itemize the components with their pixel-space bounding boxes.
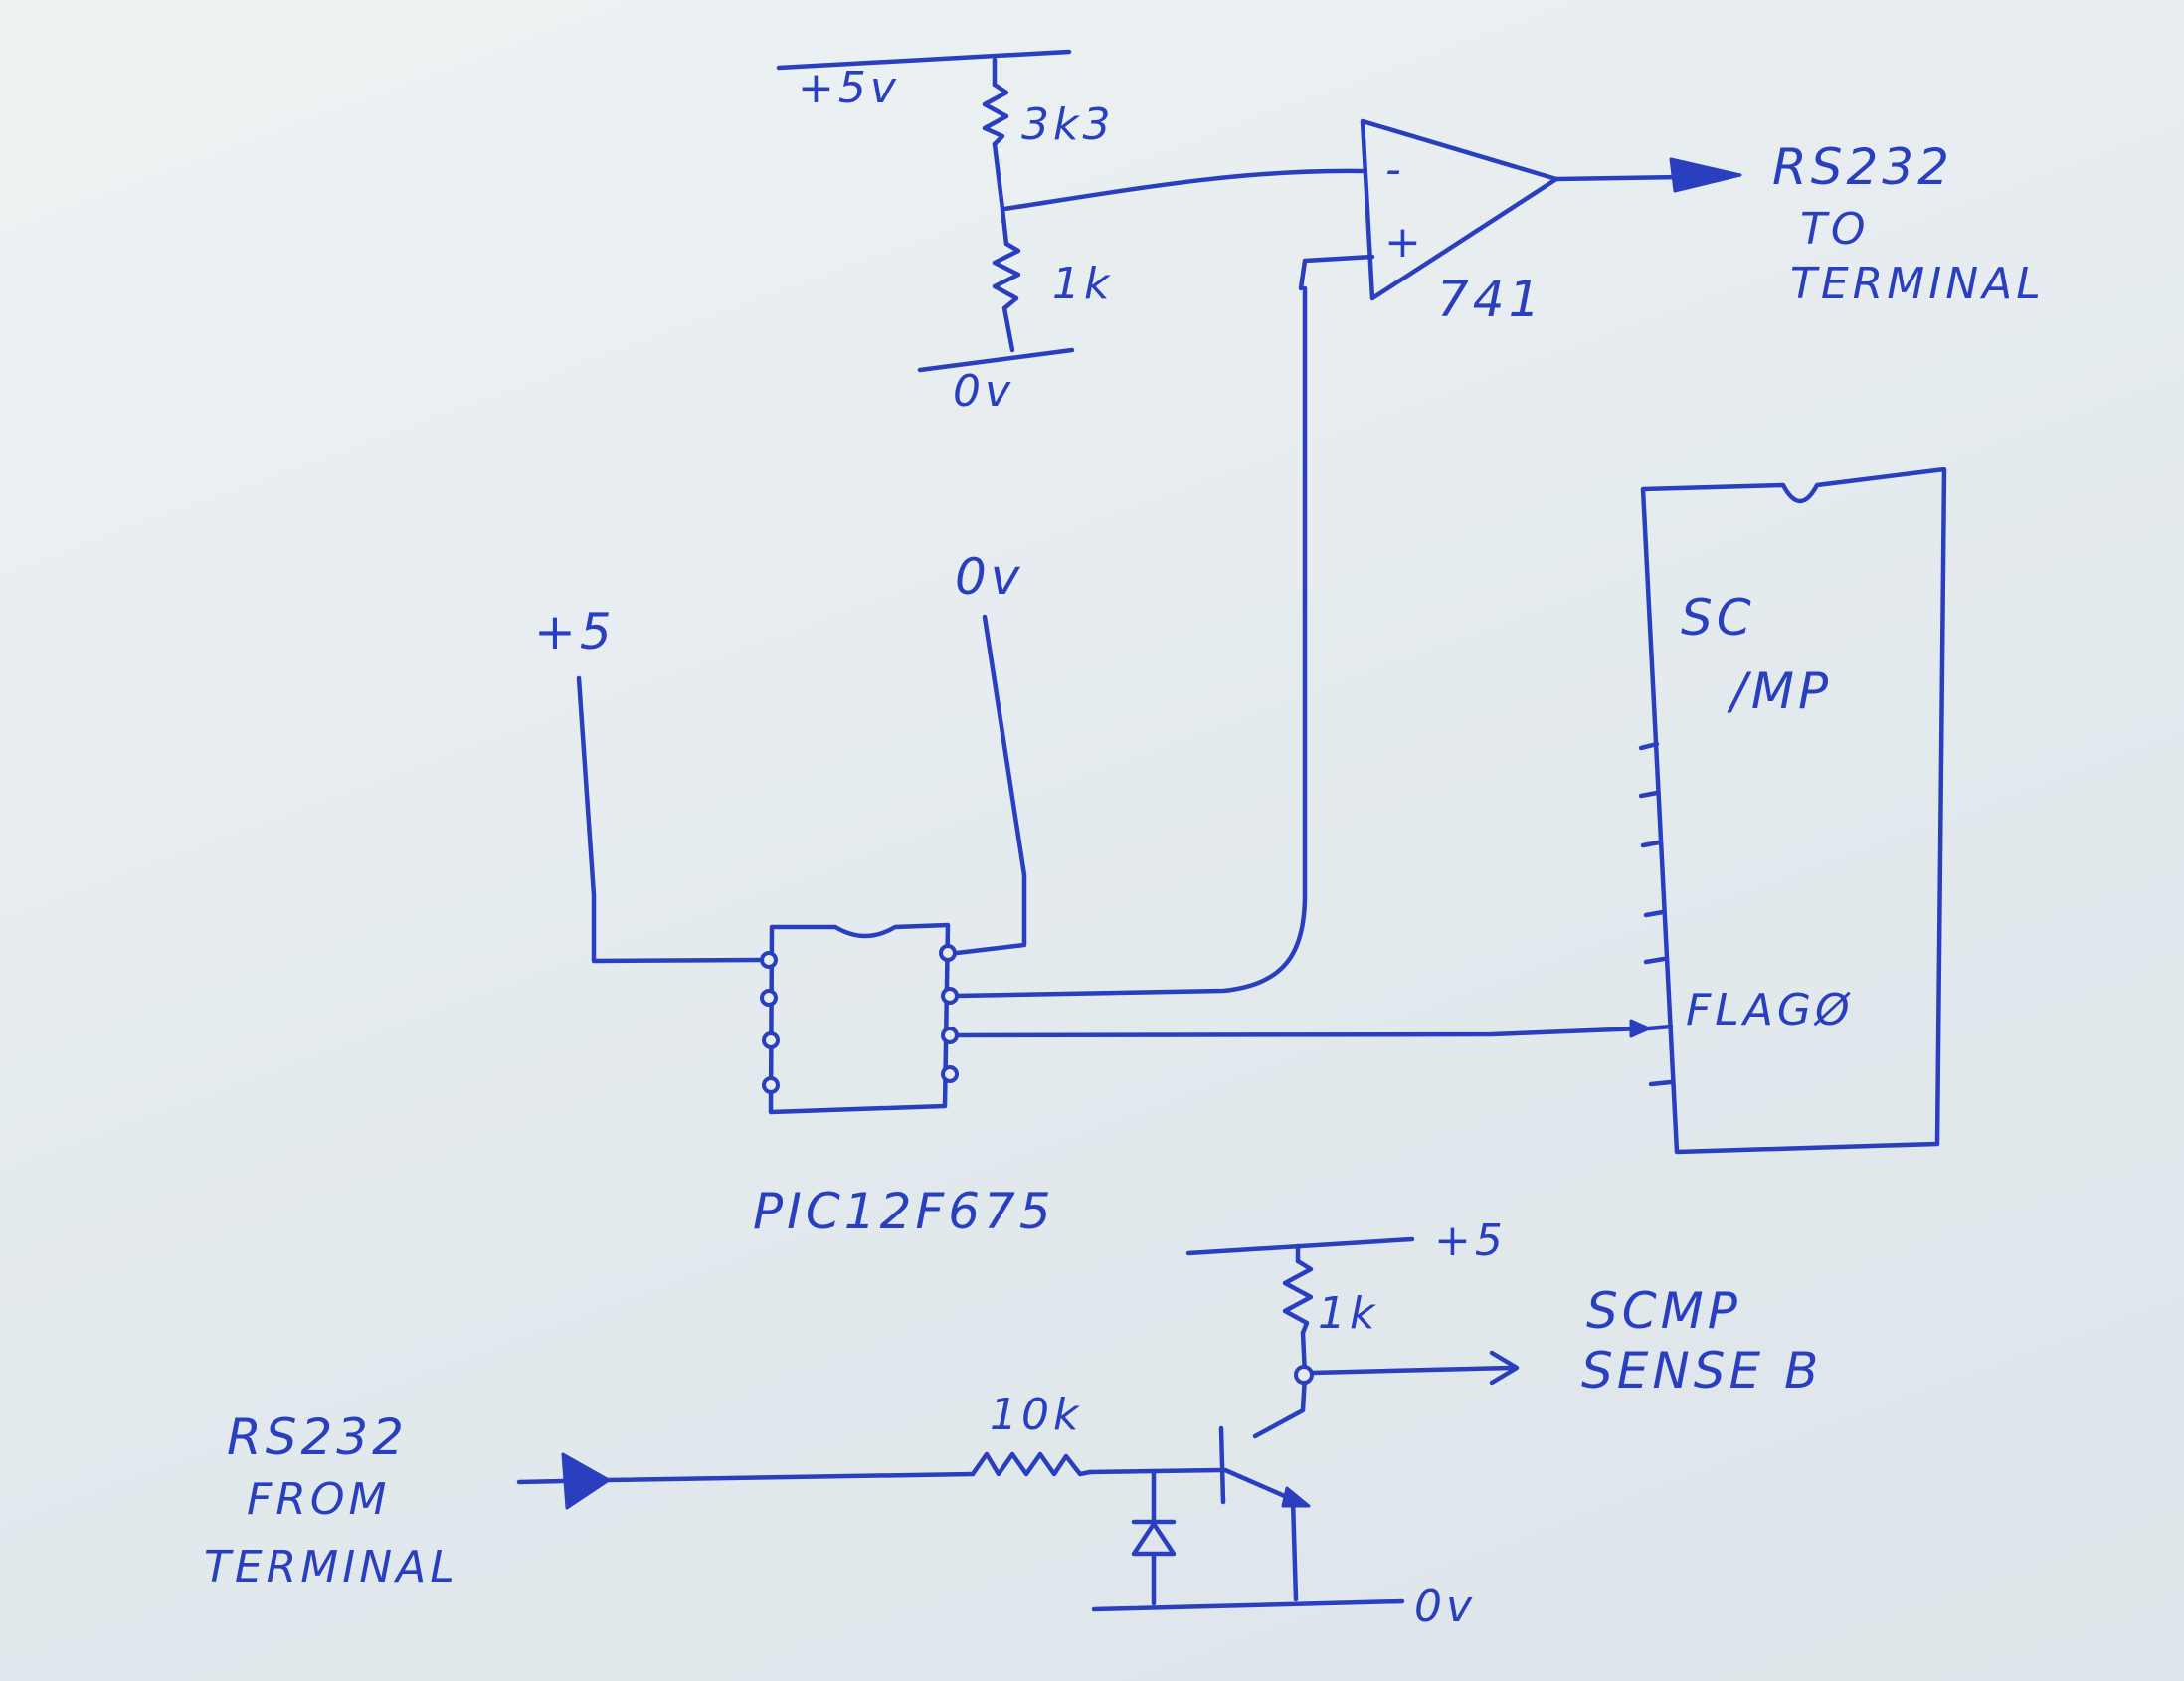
scmp-pin-5 xyxy=(1643,956,1667,965)
emitter-arrow-head xyxy=(1281,1486,1311,1508)
top-supply-label: +5v xyxy=(798,63,900,113)
pic-to-plus-wire xyxy=(952,285,1308,999)
pic-part-label: PIC12F675 xyxy=(753,1183,1055,1240)
scmp-chip xyxy=(1638,467,1947,1155)
rs232-in-line2: FROM xyxy=(247,1474,390,1525)
transistor-base-bar xyxy=(1218,1425,1226,1505)
bottom-supply-label: +5 xyxy=(1434,1215,1507,1266)
divider-to-minus xyxy=(1001,168,1365,212)
pic-pin-5 xyxy=(941,1065,959,1083)
resistor-pullup-1k xyxy=(1282,1258,1314,1336)
bottom-ground-label: 0v xyxy=(1414,1582,1476,1632)
input-arrow-stem xyxy=(516,1478,566,1485)
r-pullup-label: 1k xyxy=(1318,1288,1378,1339)
rs232-in-line3: TERMINAL xyxy=(204,1542,458,1592)
top-ground-label: 0v xyxy=(953,366,1014,417)
scmp-body xyxy=(1640,467,1947,1155)
r-3k3-label: 3k3 xyxy=(1021,99,1114,150)
scmp-pin-3 xyxy=(1640,840,1662,848)
scmp-flag-label: FLAGØ xyxy=(1686,985,1854,1035)
pic-supply-label: +5 xyxy=(534,603,616,660)
collector-wire xyxy=(1252,1330,1308,1439)
scmp-name-line2: /MP xyxy=(1727,662,1832,720)
top-supply-rail xyxy=(776,49,1072,71)
resistor-3k3 xyxy=(982,82,1009,147)
rs232-out-line1: RS232 xyxy=(1772,138,1953,196)
rs232-in-line1: RS232 xyxy=(227,1408,408,1466)
pic-pin-8 xyxy=(939,944,957,962)
pic-pin-4 xyxy=(762,1076,780,1094)
scmp-pin-4 xyxy=(1643,909,1666,918)
r-base-label: 10k xyxy=(990,1390,1082,1440)
pic-pin-2 xyxy=(760,989,778,1007)
rs232-out-line2: TO xyxy=(1800,204,1870,255)
scmp-pin-6 xyxy=(1648,1079,1674,1087)
rs232-out-line3: TERMINAL xyxy=(1790,259,2045,309)
pic-ground-label: 0v xyxy=(955,548,1023,606)
resistor-base-10k xyxy=(970,1451,1093,1477)
pic-to-flag-wire xyxy=(954,1026,1646,1038)
bottom-supply-rail xyxy=(1185,1236,1415,1256)
input-wire xyxy=(604,1471,976,1483)
bottom-ground-rail xyxy=(1091,1598,1405,1612)
sense-b-wire xyxy=(1309,1365,1515,1376)
pic-body xyxy=(768,922,951,1115)
scmp-sense-line2: SENSE B xyxy=(1581,1342,1822,1400)
ground-drop xyxy=(1001,305,1015,353)
pic-supply-wire xyxy=(576,675,765,964)
plus-input-wire xyxy=(1298,254,1375,291)
flag-arrow-head xyxy=(1629,1019,1651,1038)
opamp-output-wire xyxy=(1553,174,1684,182)
sense-node xyxy=(1294,1365,1314,1385)
output-arrow-head xyxy=(1669,157,1742,193)
divider-wire xyxy=(992,141,1009,247)
pic-ground-wire xyxy=(954,614,1027,956)
top-ground-rail xyxy=(917,347,1075,373)
opamp-plus-label: + xyxy=(1384,217,1425,268)
opamp-part-label: 741 xyxy=(1437,271,1544,328)
scmp-pin-flag xyxy=(1646,1024,1674,1031)
opamp-741 xyxy=(952,118,1742,999)
pic-pin-7 xyxy=(941,987,959,1005)
scmp-sense-line1: SCMP xyxy=(1586,1282,1741,1340)
scmp-pin-1 xyxy=(1638,741,1660,751)
pic-pin-3 xyxy=(762,1031,780,1049)
input-arrow-head xyxy=(561,1452,611,1510)
diode-triangle xyxy=(1131,1521,1177,1557)
emitter-to-ground xyxy=(1290,1497,1299,1602)
scmp-pin-2 xyxy=(1638,790,1660,799)
opamp-minus-label: - xyxy=(1385,144,1405,195)
r-1k-label: 1k xyxy=(1052,259,1113,309)
pic12f675-chip xyxy=(576,614,1651,1115)
rs232-receiver xyxy=(516,1236,1520,1612)
scmp-name-line1: SC xyxy=(1681,589,1755,647)
divider-network xyxy=(776,49,1365,373)
sense-b-arrow xyxy=(1489,1350,1520,1386)
resistor-1k xyxy=(992,241,1021,311)
opamp-triangle xyxy=(1360,118,1559,301)
